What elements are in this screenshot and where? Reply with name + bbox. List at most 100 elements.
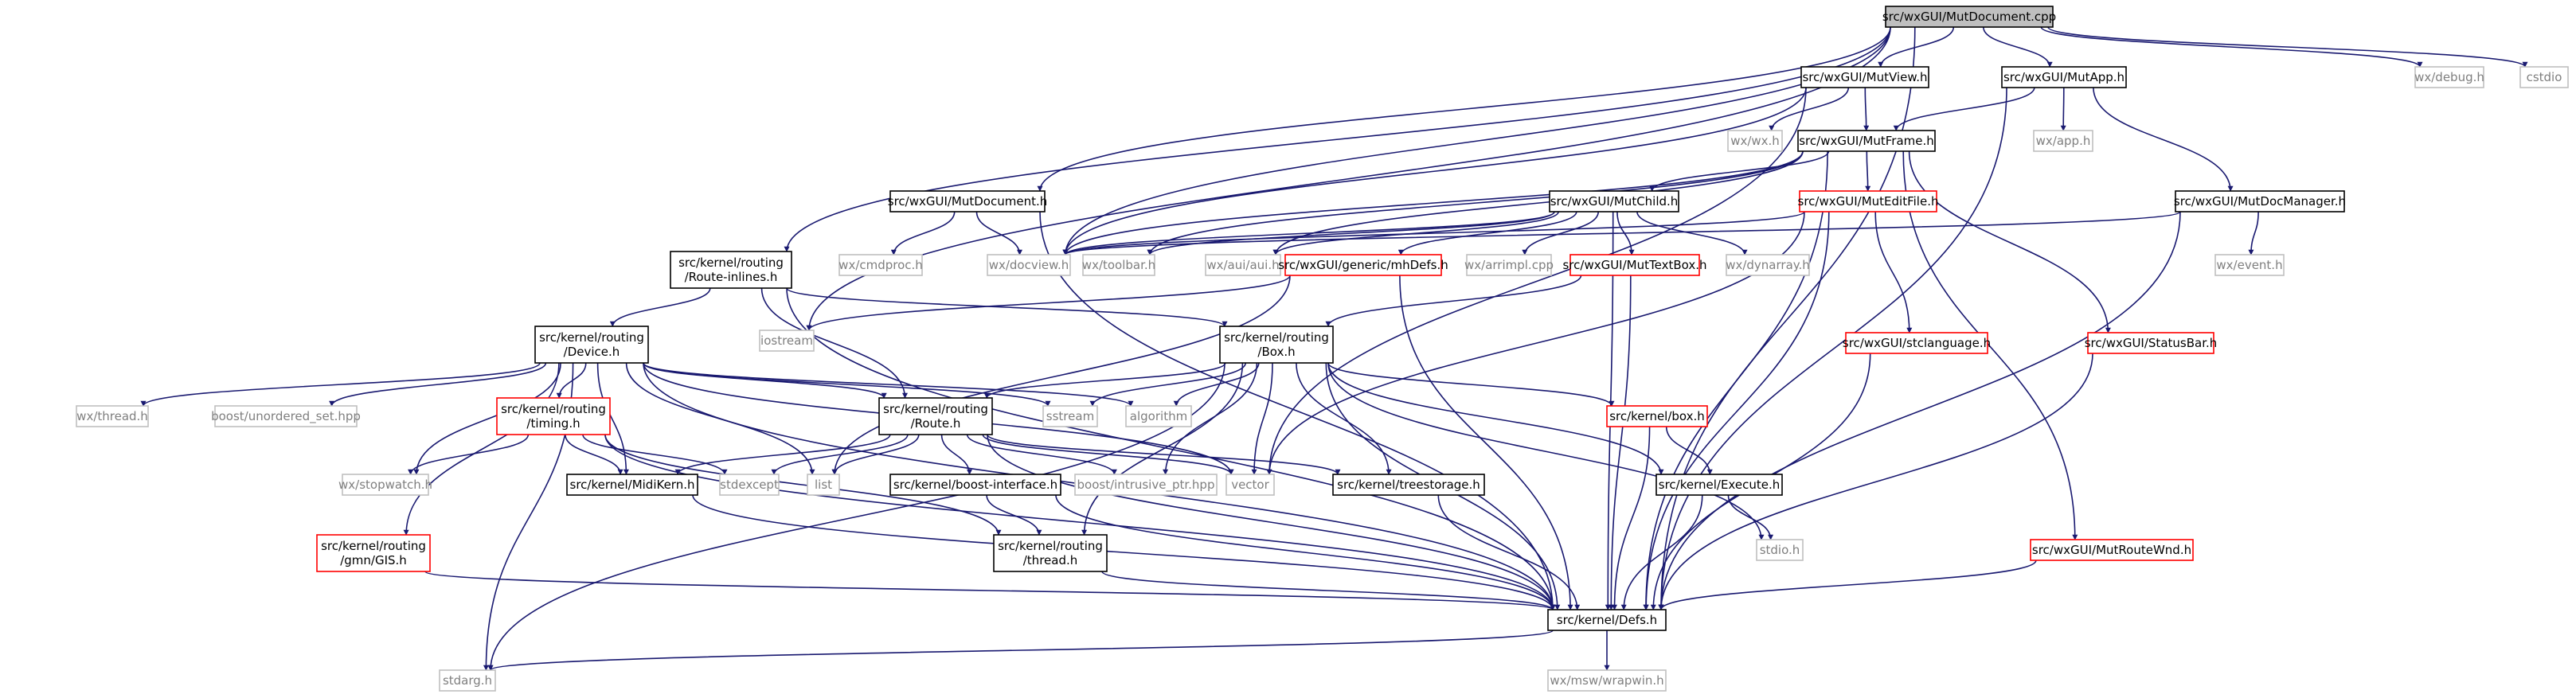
node-cstdio[interactable]: cstdio [2519, 66, 2569, 88]
edge-mhdefs-to-iostream [806, 275, 1291, 331]
node-label: wx/wx.h [1730, 134, 1780, 148]
node-thread-r[interactable]: src/kernel/routing/thread.h [993, 534, 1108, 572]
node-wxapp[interactable]: wx/app.h [2033, 130, 2093, 152]
node-label: src/wxGUI/stclanguage.h [1843, 336, 1991, 350]
node-device[interactable]: src/kernel/routing/Device.h [534, 326, 649, 364]
node-mutchild[interactable]: src/wxGUI/MutChild.h [1549, 190, 1679, 213]
edge-line [408, 434, 530, 475]
node-box [566, 474, 698, 496]
node-gmngis[interactable]: src/kernel/routing/gmn/GIS.h [316, 534, 431, 572]
node-box [993, 534, 1108, 572]
node-algorithm[interactable]: algorithm [1125, 405, 1192, 427]
edge-midikern-to-defs [692, 494, 1556, 610]
edge-line [1251, 362, 1273, 475]
node-routeinl[interactable]: src/kernel/routing/Route-inlines.h [670, 251, 792, 289]
node-docview[interactable]: wx/docview.h [987, 254, 1071, 276]
node-wrapwin[interactable]: wx/msw/wrapwin.h [1547, 669, 1667, 692]
node-mutframe[interactable]: src/wxGUI/MutFrame.h [1797, 130, 1936, 152]
node-cmdproc[interactable]: wx/cmdproc.h [838, 254, 923, 276]
edge-line [1062, 150, 1804, 255]
node-box [1606, 405, 1708, 427]
node-box [1205, 254, 1281, 276]
node-mhdefs[interactable]: src/wxGUI/generic/mhDefs.h [1278, 254, 1448, 276]
edge-timing-to-midikern [565, 434, 623, 475]
edge-kbox-to-execute [1665, 426, 1713, 475]
node-stdexcept[interactable]: stdexcept [719, 474, 780, 496]
node-intrusive[interactable]: boost/intrusive_ptr.hpp [1074, 474, 1218, 496]
edge-mutdocument_h-to-defs [1039, 211, 1556, 610]
node-iostream[interactable]: iostream [759, 330, 815, 352]
node-wxdebug[interactable]: wx/debug.h [2414, 66, 2484, 88]
node-toolbar[interactable]: wx/toolbar.h [1082, 254, 1155, 276]
node-defs[interactable]: src/kernel/Defs.h [1547, 609, 1667, 631]
edge-line [940, 434, 972, 475]
node-wxthread[interactable]: wx/thread.h [76, 405, 149, 427]
edge-mutapp-to-mutdocmgr [2093, 87, 2234, 192]
node-sstream[interactable]: sstream [1042, 405, 1098, 427]
node-timing[interactable]: src/kernel/routing/timing.h [496, 397, 611, 435]
node-box [1885, 6, 2054, 28]
node-label: /Device.h [564, 345, 620, 359]
node-arrimpl[interactable]: wx/arrimpl.cpp [1464, 254, 1554, 276]
node-box-r[interactable]: src/kernel/routing/Box.h [1219, 326, 1334, 364]
node-boostif[interactable]: src/kernel/boost-interface.h [889, 474, 1061, 496]
node-aui[interactable]: wx/aui/aui.h [1205, 254, 1281, 276]
node-execute[interactable]: src/kernel/Execute.h [1655, 474, 1783, 496]
node-box [1797, 130, 1936, 152]
node-label: src/wxGUI/MutDocument.cpp [1882, 10, 2056, 24]
node-treestorage[interactable]: src/kernel/treestorage.h [1332, 474, 1485, 496]
edge-line [1296, 362, 1392, 475]
node-routewnd[interactable]: src/wxGUI/MutRouteWnd.h [2030, 539, 2194, 561]
node-mutview[interactable]: src/wxGUI/MutView.h [1800, 66, 1929, 88]
node-root[interactable]: src/wxGUI/MutDocument.cpp [1882, 6, 2056, 28]
edge-root-to-iostream [806, 26, 1891, 331]
node-stdio[interactable]: stdio.h [1756, 539, 1804, 561]
node-mutedit[interactable]: src/wxGUI/MutEditFile.h [1798, 190, 1939, 213]
node-label: wx/arrimpl.cpp [1464, 258, 1554, 272]
node-stclang[interactable]: src/wxGUI/stclanguage.h [1843, 332, 1991, 354]
node-label: vector [1231, 478, 1269, 492]
node-mutapp[interactable]: src/wxGUI/MutApp.h [2001, 66, 2127, 88]
node-label: stdarg.h [443, 673, 492, 688]
node-box [316, 534, 431, 572]
edge-line [565, 434, 623, 475]
edge-mutdocument_h-to-cmdproc [890, 211, 956, 255]
node-label: stdexcept [720, 478, 779, 492]
edge-line [2093, 87, 2234, 192]
node-route[interactable]: src/kernel/routing/Route.h [878, 397, 993, 435]
node-vector[interactable]: vector [1225, 474, 1275, 496]
node-mutdocument-h[interactable]: src/wxGUI/MutDocument.h [888, 190, 1048, 213]
node-unordset[interactable]: boost/unordered_set.hpp [211, 405, 361, 427]
node-label: wx/msw/wrapwin.h [1550, 673, 1663, 688]
edge-line [1983, 26, 2053, 68]
node-mutdocmgr[interactable]: src/wxGUI/MutDocManager.h [2174, 190, 2346, 213]
node-box [807, 474, 840, 496]
node-dynarray[interactable]: wx/dynarray.h [1726, 254, 1810, 276]
node-label: wx/debug.h [2414, 70, 2484, 84]
node-label: src/kernel/routing [883, 402, 988, 416]
edge-line [1608, 275, 1632, 610]
node-midikern[interactable]: src/kernel/MidiKern.h [566, 474, 698, 496]
node-label: src/kernel/routing [321, 539, 426, 553]
node-stdarg[interactable]: stdarg.h [439, 669, 496, 692]
edge-boostif-to-thread_r [986, 494, 1042, 536]
edge-routeinl-to-route [760, 287, 908, 399]
node-wxwx[interactable]: wx/wx.h [1727, 130, 1783, 152]
edge-mutchild-to-dynarray [1636, 211, 1748, 255]
node-box [2033, 130, 2093, 152]
node-label: src/kernel/MidiKern.h [570, 478, 695, 492]
edge-mutframe-to-docview [1062, 150, 1804, 255]
edge-line [786, 287, 1228, 327]
node-statusbar[interactable]: src/wxGUI/StatusBar.h [2085, 332, 2218, 354]
node-label: src/wxGUI/MutRouteWnd.h [2032, 543, 2191, 557]
node-wxevent[interactable]: wx/event.h [2214, 254, 2285, 276]
node-stopwatch[interactable]: wx/stopwatch.h [338, 474, 432, 496]
node-kbox[interactable]: src/kernel/box.h [1606, 405, 1708, 427]
node-muttextbox[interactable]: src/wxGUI/MutTextBox.h [1562, 254, 1707, 276]
node-box [1219, 326, 1334, 364]
node-list[interactable]: list [807, 474, 840, 496]
edge-routeinl-to-defs [786, 287, 1556, 610]
node-label: /Box.h [1257, 345, 1295, 359]
node-label: src/kernel/routing [1224, 330, 1329, 345]
edge-box_r-to-algorithm [1173, 362, 1260, 407]
